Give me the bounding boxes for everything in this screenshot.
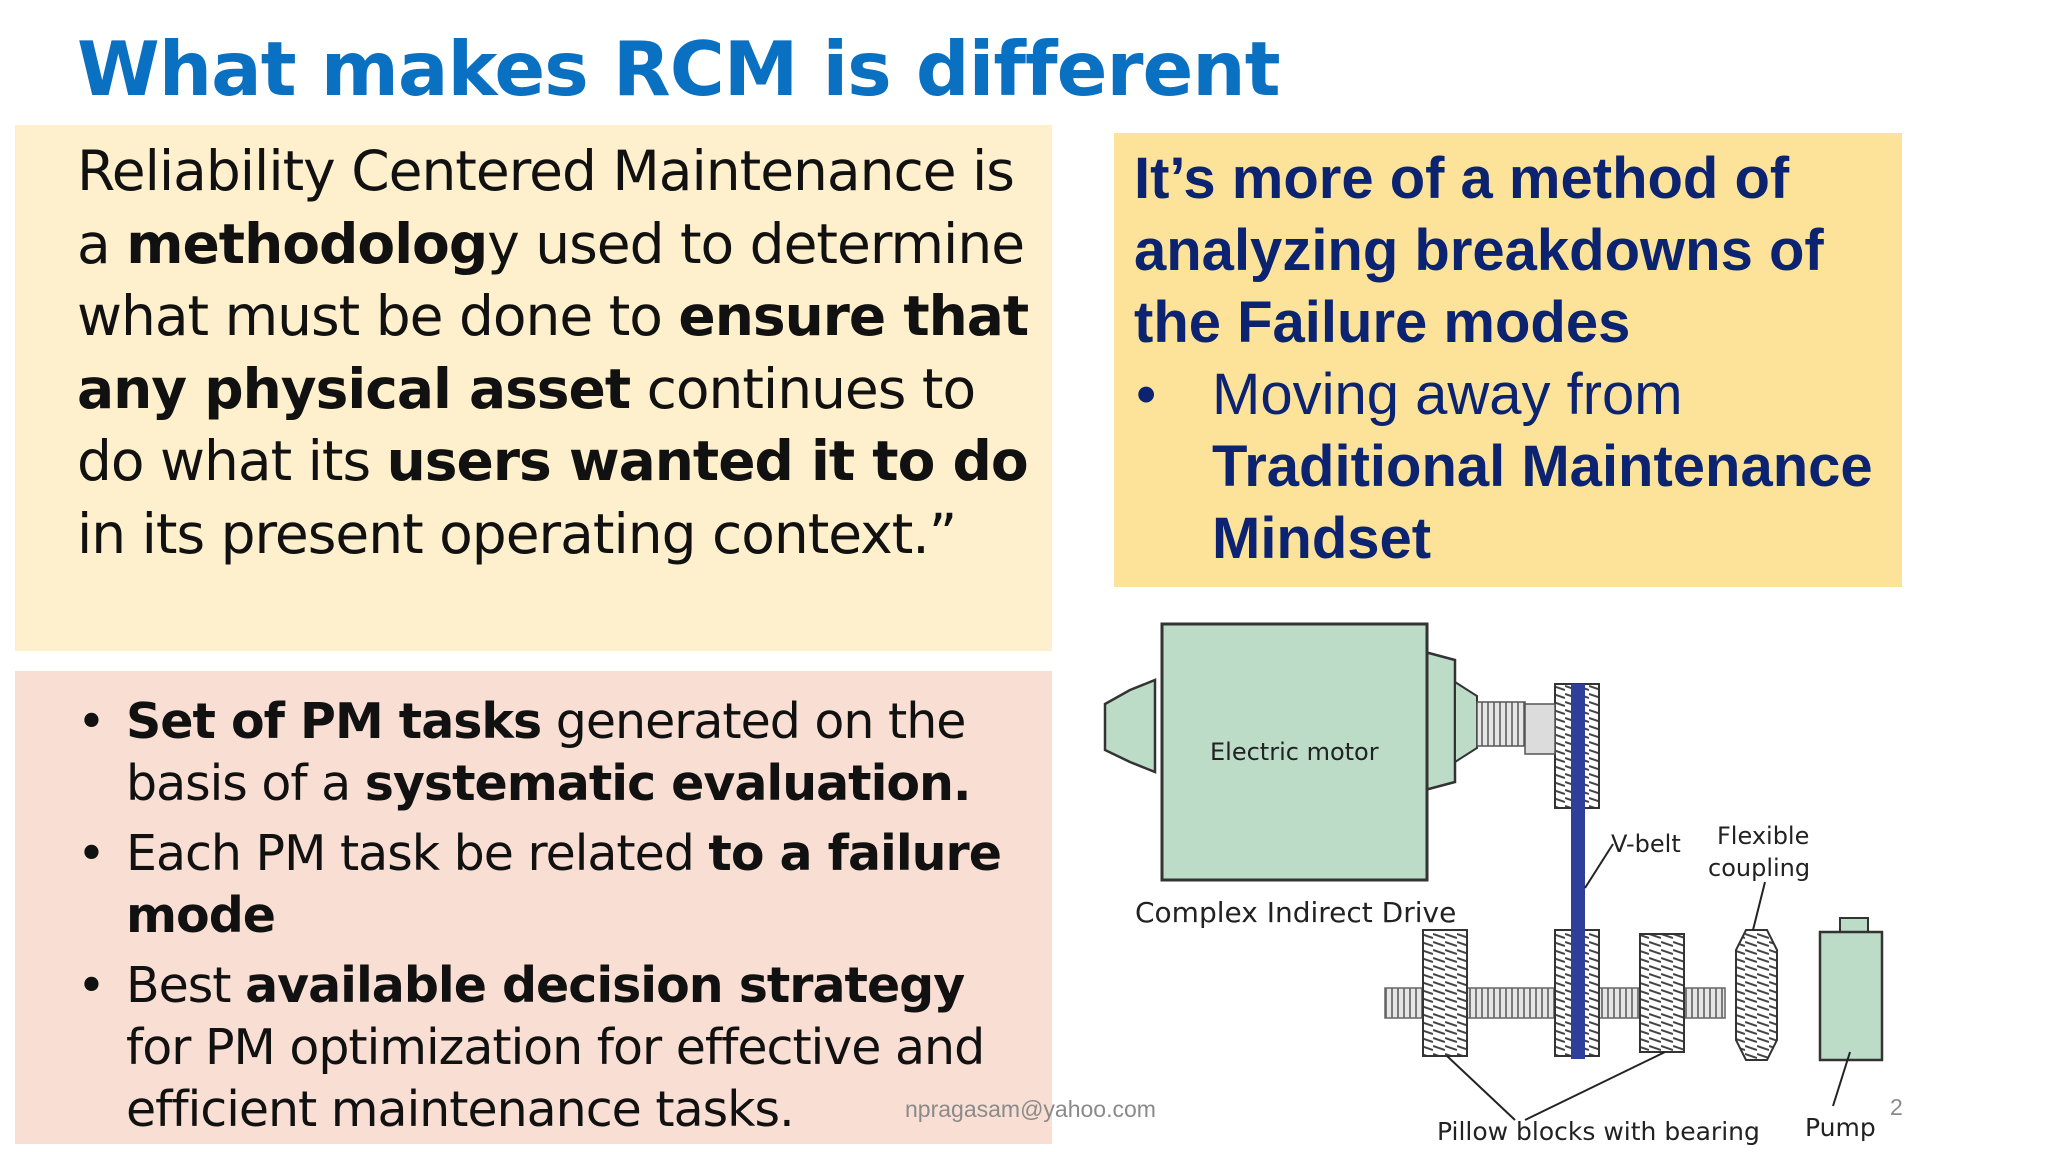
list-item: • Set of PM tasks generated on the basis … <box>77 691 1032 815</box>
vbelt-leader <box>1584 843 1614 889</box>
pillow-block <box>1639 933 1685 1053</box>
coupling-label-line1: Flexible <box>1717 822 1809 850</box>
bullet-emphasis: Set of PM tasks <box>126 693 542 750</box>
motor-label: Electric motor <box>1210 738 1379 766</box>
method-box: It’s more of a method of analyzing break… <box>1114 133 1902 587</box>
bullet-text: Best <box>126 957 246 1014</box>
pump-leader <box>1832 1051 1851 1107</box>
method-lead-text: It’s more of a method of analyzing break… <box>1134 146 1824 355</box>
bullet-glyph: • <box>77 957 106 1014</box>
bullet-text: Each PM task be related <box>126 825 709 882</box>
indirect-drive-diagram: Electric motor Complex Indirect Drive V-… <box>1103 622 1884 1146</box>
motor-nose <box>1454 680 1478 764</box>
pm-bullet-list: • Set of PM tasks generated on the basis … <box>77 691 1032 1141</box>
definition-text: continues to do what its <box>77 356 976 494</box>
bullet-glyph: • <box>77 825 106 882</box>
bearing-leader <box>1446 1055 1516 1121</box>
definition-text: in its present operating context.” <box>77 501 957 566</box>
motor-shaft <box>1476 701 1526 747</box>
electric-motor <box>1160 622 1429 882</box>
vbelt-label: V-belt <box>1611 830 1681 858</box>
method-item-text: Moving away from <box>1212 362 1683 427</box>
pump-label: Pump <box>1805 1113 1876 1142</box>
bullet-text: for PM optimization for effective and ef… <box>126 1019 985 1138</box>
definition-text: Reliability Centered Maintenance is a <box>77 139 1015 276</box>
definition-emphasis-ensure: ensure that any physical asset <box>77 284 1029 421</box>
coupling-label-line2: coupling <box>1708 854 1810 882</box>
drive-label: Complex Indirect Drive <box>1135 896 1456 929</box>
pm-tasks-box: • Set of PM tasks generated on the basis … <box>15 671 1052 1144</box>
bullet-glyph: • <box>77 693 106 750</box>
list-item: • Best available decision strategy for PM… <box>77 955 1032 1141</box>
footer-email: npragasam@yahoo.com <box>905 1096 1156 1122</box>
pillow-block <box>1422 929 1468 1057</box>
motor-pulley-groove <box>1524 703 1556 755</box>
definition-emphasis-methodology: methodolog <box>126 211 488 276</box>
method-bullet-item: • Moving away from Traditional Maintenanc… <box>1134 359 1892 575</box>
list-item: • Each PM task be related to a failure mo… <box>77 823 1032 947</box>
v-belt <box>1571 684 1585 1059</box>
bearing-label: Pillow blocks with bearing <box>1437 1117 1760 1146</box>
definition-text: y used to determine what must be done to <box>77 211 1025 349</box>
bullet-emphasis: to a failure mode <box>126 825 1002 944</box>
definition-emphasis-users: users wanted it to do <box>386 429 1029 493</box>
pump <box>1818 930 1884 1062</box>
slide-title: What makes RCM is different <box>77 25 1281 113</box>
page-number: 2 <box>1890 1094 1903 1120</box>
definition-box: Reliability Centered Maintenance is a me… <box>15 125 1052 651</box>
bullet-glyph: • <box>1136 362 1157 427</box>
method-item-emphasis: Traditional Maintenance Mindset <box>1212 434 1873 571</box>
coupling-leader <box>1752 881 1766 931</box>
bearing-leader <box>1524 1051 1666 1121</box>
bullet-emphasis: available decision strategy <box>245 957 965 1014</box>
bullet-text: generated on the basis of a <box>126 693 966 812</box>
motor-end-cap-left <box>1103 678 1157 774</box>
bullet-emphasis: systematic evaluation. <box>364 755 972 812</box>
motor-end-cap-right <box>1423 650 1457 792</box>
flexible-coupling <box>1735 929 1778 1061</box>
